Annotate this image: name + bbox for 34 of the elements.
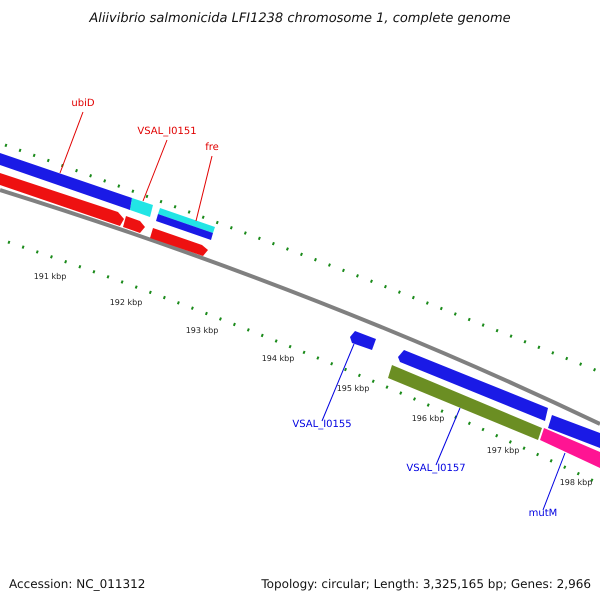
gene-bar: [398, 350, 548, 421]
gene-bar: [388, 365, 542, 440]
gene-bar: [548, 415, 600, 448]
gene-label: VSAL_I0151: [137, 126, 197, 138]
gene-label: VSAL_I0157: [406, 463, 466, 475]
leader-line: [142, 140, 168, 202]
gene-label: ubiD: [71, 98, 95, 110]
leader-line: [322, 344, 354, 422]
scale-label: 195 kbp: [336, 384, 370, 394]
gene-bar: [130, 198, 153, 217]
genome-info-text: Topology: circular; Length: 3,325,165 bp; Genes: 2,966: [261, 576, 591, 593]
gene-bar: [150, 228, 208, 256]
gene-label: fre: [205, 142, 219, 154]
gene-bar: [540, 428, 600, 468]
leader-line: [436, 408, 460, 466]
scale-label: 197 kbp: [486, 446, 520, 456]
scale-label: 191 kbp: [34, 272, 66, 282]
leader-line: [60, 112, 84, 174]
scale-label: 196 kbp: [412, 414, 444, 424]
gene-label: VSAL_I0155: [292, 419, 352, 431]
gene-bar: [156, 208, 215, 240]
leader-line: [542, 452, 566, 510]
scale-label: 194 kbp: [262, 354, 294, 364]
gene-bar: [350, 331, 376, 350]
gene-bar: [0, 173, 124, 226]
scale-label: 193 kbp: [186, 326, 218, 336]
leader-line: [196, 156, 212, 222]
scale-label: 198 kbp: [560, 478, 592, 488]
title: Aliivibrio salmonicida LFI1238 chromosome 1, complete genome: [88, 10, 512, 28]
gene-bar: [0, 153, 132, 210]
gene-label: mutM: [528, 508, 558, 520]
scale-label: 192 kbp: [110, 298, 142, 308]
gene-bar: [123, 216, 145, 233]
accession-text: Accession: NC_011312: [9, 576, 146, 593]
